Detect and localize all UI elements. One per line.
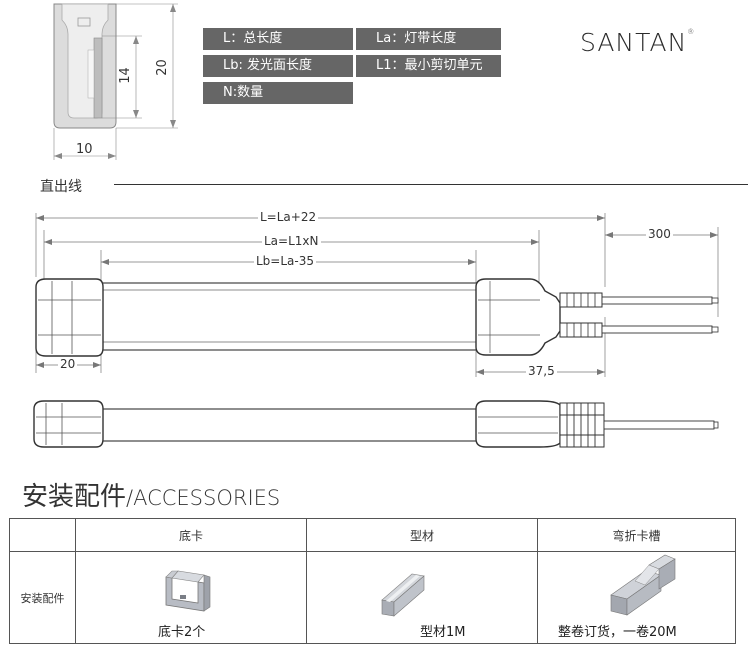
legend-lb: Lb: 发光面长度: [203, 55, 353, 77]
dim-cap-right-label: 37,5: [526, 364, 557, 378]
dim-height-label: 20: [154, 59, 170, 76]
clip-caption: 底卡2个: [158, 625, 206, 640]
profile-caption: 型材1M: [420, 625, 466, 640]
col-header-clip: 底卡: [75, 518, 307, 552]
subhead-divider: [114, 184, 748, 185]
bend-slot-image: [610, 554, 676, 616]
row-label-header: [9, 518, 76, 552]
legend-la: La：灯带长度: [356, 28, 501, 50]
col-header-profile: 型材: [306, 518, 538, 552]
accessories-table: 底卡 型材 弯折卡槽 安装配件: [9, 518, 736, 644]
col-header-bend-slot: 弯折卡槽: [537, 518, 736, 552]
section-subhead: 直出线: [40, 179, 82, 195]
dim-la-label: La=L1xN: [262, 234, 321, 248]
bend-slot-caption: 整卷订货，一卷20M: [558, 625, 677, 640]
cell-clip: [75, 551, 307, 644]
clip-image: [165, 570, 211, 612]
row-label: 安装配件: [9, 551, 76, 644]
dim-cap-left-label: 20: [58, 357, 78, 371]
profile-cross-section: [53, 3, 178, 160]
legend-l1: L1：最小剪切单元: [356, 55, 501, 77]
strip-side-view: [33, 400, 719, 448]
dim-inner-label: 14: [117, 67, 133, 84]
dim-wire-label: 300: [646, 227, 673, 241]
profile-image: [381, 573, 425, 617]
dim-lb-label: Lb=La-35: [254, 254, 316, 268]
legend-n: N:数量: [203, 82, 353, 104]
strip-top-view: [35, 213, 719, 377]
dim-width-label: 10: [76, 142, 93, 157]
legend-l: L：总长度: [203, 28, 353, 50]
accessories-title: 安装配件/ACCESSORIES: [22, 482, 281, 512]
brand-logo: SANTAN®: [580, 28, 696, 57]
dim-total-label: L=La+22: [258, 210, 319, 224]
cell-profile: [306, 551, 538, 644]
